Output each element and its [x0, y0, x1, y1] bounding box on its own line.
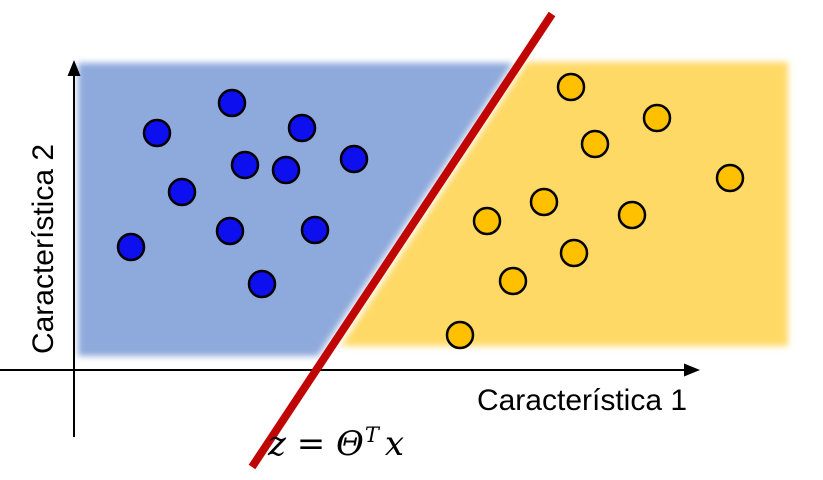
blue-data-point — [217, 88, 247, 118]
yellow-data-point — [498, 266, 528, 296]
decision-boundary-line — [248, 11, 556, 470]
blue-data-point — [300, 215, 330, 245]
equation-superscript: T — [364, 423, 379, 447]
yellow-data-point — [617, 200, 647, 230]
y-axis-label: Característica 2 — [27, 143, 60, 355]
y-axis-arrow-icon — [67, 60, 81, 76]
yellow-data-point — [556, 72, 586, 102]
x-axis-arrow-icon — [684, 363, 700, 377]
blue-data-point — [167, 177, 197, 207]
equation-rhs: x — [384, 424, 405, 464]
blue-data-point — [287, 113, 317, 143]
blue-data-point — [230, 150, 260, 180]
blue-data-point — [142, 118, 172, 148]
yellow-data-point — [529, 187, 559, 217]
blue-data-point — [215, 216, 245, 246]
yellow-data-point — [559, 238, 589, 268]
blue-data-point — [339, 144, 369, 174]
blue-class-region — [78, 63, 513, 356]
blue-data-point — [247, 269, 277, 299]
yellow-data-point — [580, 129, 610, 159]
blue-data-point — [116, 232, 146, 262]
yellow-class-region — [341, 62, 788, 346]
yellow-data-point — [445, 320, 475, 350]
yellow-data-point — [472, 206, 502, 236]
equation-lhs: z = Θ — [268, 424, 364, 464]
x-axis-label: Característica 1 — [476, 384, 688, 417]
blue-data-point — [271, 155, 301, 185]
yellow-data-point — [715, 163, 745, 193]
yellow-data-point — [642, 103, 672, 133]
